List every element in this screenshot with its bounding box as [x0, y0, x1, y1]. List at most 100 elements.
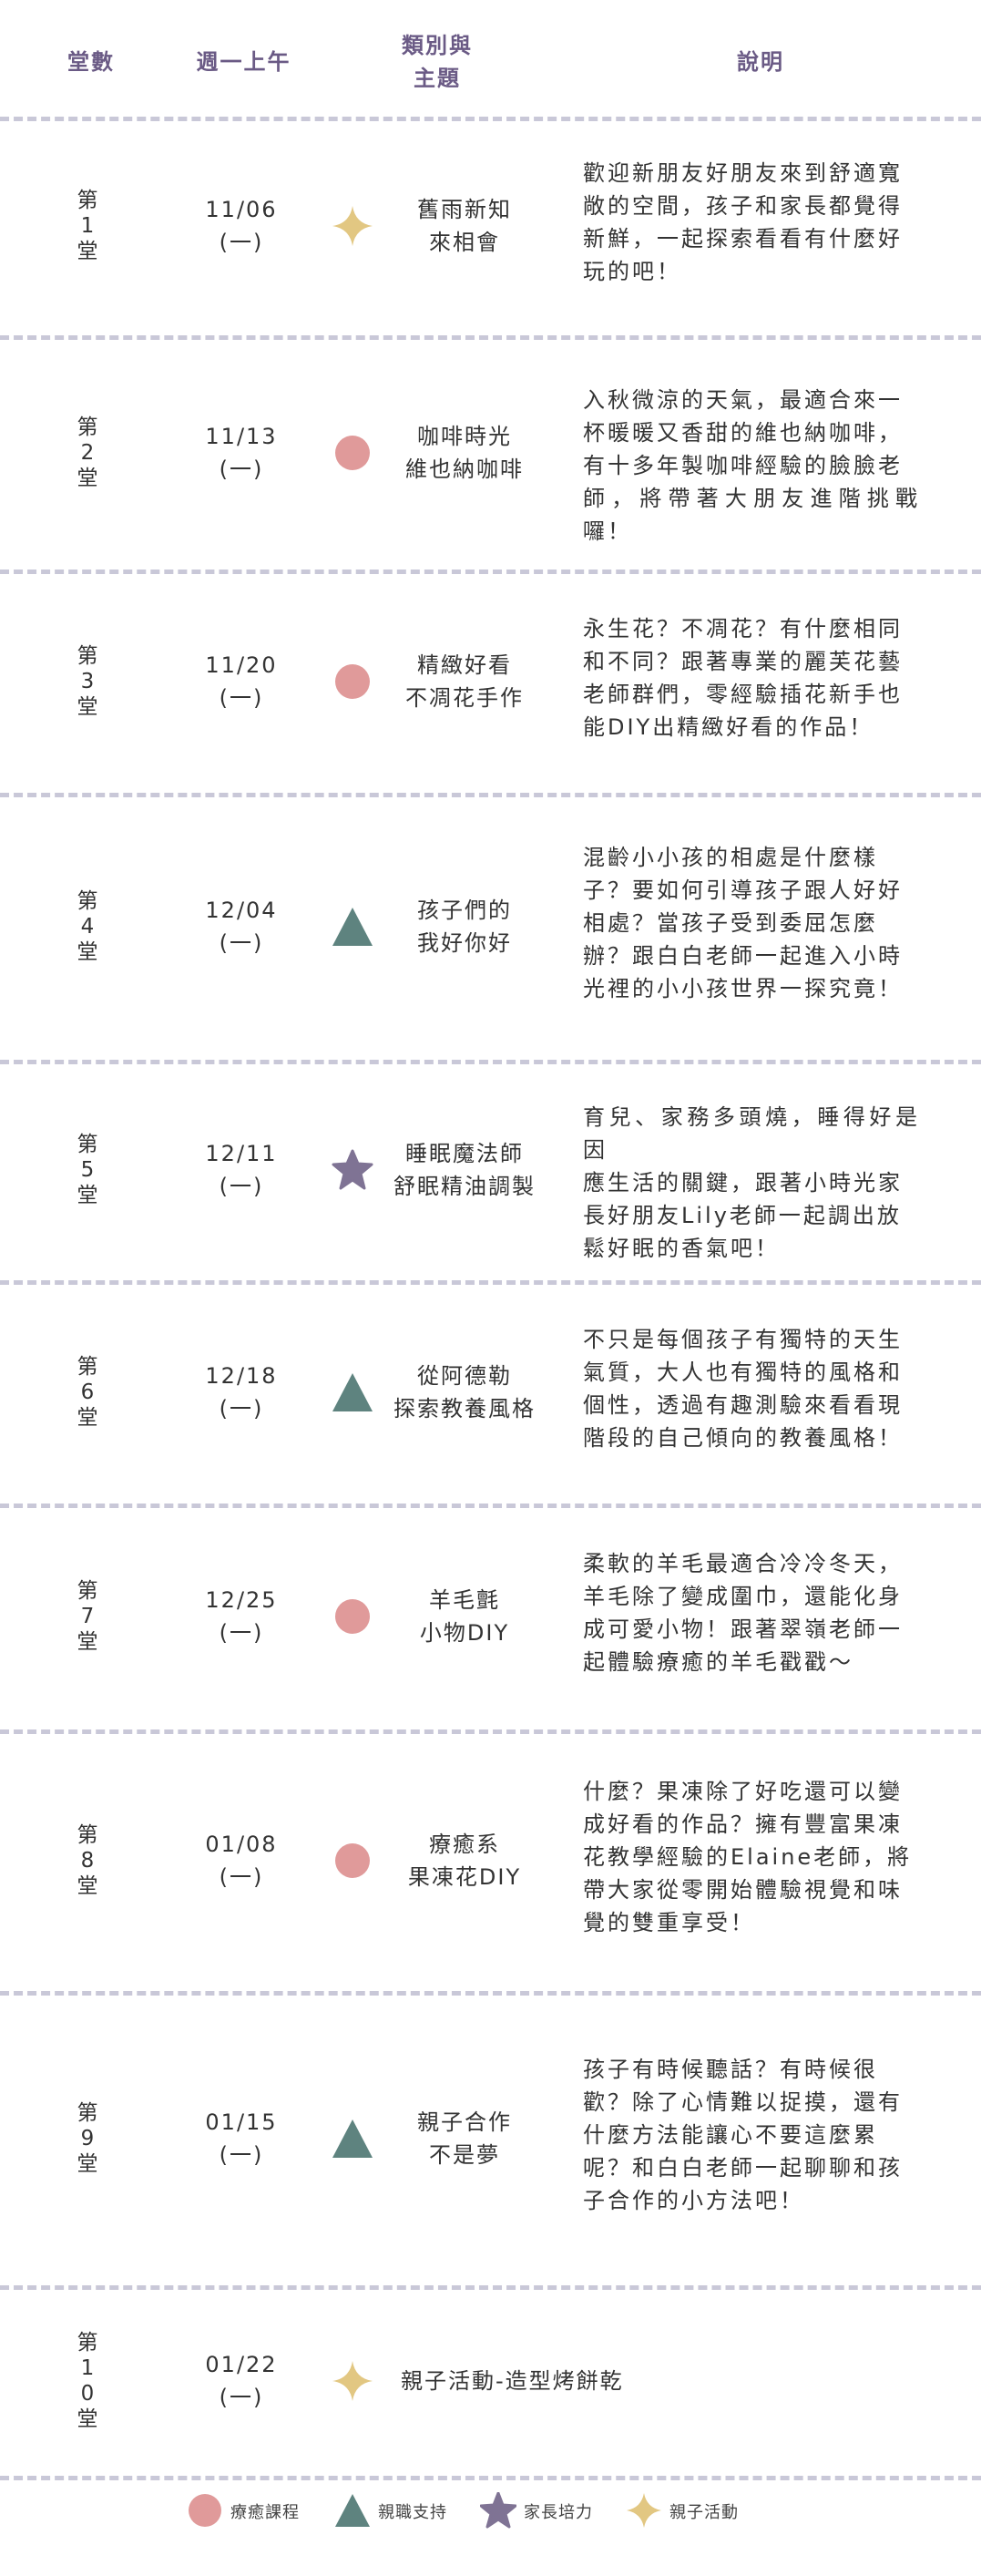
description-line: 永生花？不凋花？有什麼相同: [583, 615, 903, 641]
row-divider: [0, 335, 981, 340]
weekday-text: (一): [219, 1395, 264, 1421]
session-number-char: 7: [80, 1605, 95, 1628]
session-date: 12/25(一): [187, 1584, 296, 1649]
topic-line: 果凍花DIY: [407, 1863, 522, 1890]
weekday-text: (一): [219, 1174, 264, 1199]
date-text: 11/20: [205, 652, 278, 678]
header-topic-line2: 主題: [414, 66, 461, 91]
date-text: 12/11: [205, 1141, 278, 1166]
row-divider: [0, 2476, 981, 2480]
topic-line: 我好你好: [417, 929, 512, 956]
legend-item-activity: 親子活動: [626, 2483, 772, 2547]
triangle-career-icon: [335, 2494, 370, 2527]
legend-label: 家長培力: [524, 2503, 593, 2522]
description-line: 歡迎新朋友好朋友來到舒適寬: [583, 160, 903, 186]
legend-label: 親職支持: [378, 2503, 447, 2522]
circle-healing-icon: [330, 1594, 375, 1639]
session-number-char: 堂: [77, 1873, 98, 1898]
topic-line: 舊雨新知: [417, 197, 512, 222]
topic-line: 親子合作: [417, 2109, 512, 2135]
date-text: 12/04: [205, 897, 278, 923]
description-line: 子合作的小方法吧！: [583, 2187, 804, 2213]
session-date: 01/22(一): [187, 2348, 296, 2414]
session-topic: 咖啡時光維也納咖啡: [373, 420, 556, 486]
weekday-text: (一): [219, 1863, 264, 1890]
description-line: 能DIY出精緻好看的作品！: [583, 713, 874, 740]
description-line: 花教學經驗的Elaine老師，將: [583, 1843, 913, 1870]
date-text: 12/18: [205, 1362, 278, 1389]
session-description: 歡迎新朋友好朋友來到舒適寬敞的空間，孩子和家長都覺得新鮮，一起探索看看有什麼好玩…: [583, 157, 920, 288]
session-description: 不只是每個孩子有獨特的天生氣質，大人也有獨特的風格和個性，透過有趣測驗來看看現階…: [583, 1323, 920, 1454]
topic-line: 精緻好看: [417, 652, 512, 678]
row-divider: [0, 1729, 981, 1734]
triangle-career-icon: [330, 904, 375, 949]
star4-activity-icon: [627, 2493, 661, 2528]
description-line: 成可愛小物！跟著翠嶺老師一: [583, 1616, 903, 1642]
date-text: 01/08: [205, 1831, 278, 1857]
session-topic: 孩子們的我好你好: [373, 894, 556, 960]
description-line: 不只是每個孩子有獨特的天生: [583, 1326, 903, 1352]
header-topic-line1: 類別與: [402, 33, 473, 58]
session-number-char: 6: [80, 1380, 95, 1404]
circle-healing-icon: [330, 1838, 375, 1883]
session-number-char: 堂: [77, 240, 98, 263]
session-number-char: 第: [77, 1822, 98, 1847]
weekday-text: (一): [219, 1620, 264, 1646]
session-topic: 從阿德勒探索教養風格: [373, 1360, 556, 1425]
session-number-char: 3: [80, 669, 95, 693]
session-topic: 羊毛氈小物DIY: [373, 1584, 556, 1649]
date-text: 11/06: [205, 197, 278, 222]
description-line: 階段的自己傾向的教養風格！: [583, 1424, 903, 1451]
triangle-career-icon: [330, 2116, 375, 2161]
description-line: 歡？除了心情難以捉摸，還有: [583, 2089, 903, 2115]
topic-line: 睡眠魔法師: [405, 1141, 524, 1166]
session-number-char: 2: [80, 440, 95, 465]
topic-line: 維也納咖啡: [405, 456, 524, 482]
session-description: 什麼？果凍除了好吃還可以變成好看的作品？擁有豐富果凍花教學經驗的Elaine老師…: [583, 1775, 920, 1939]
session-topic: 睡眠魔法師舒眠精油調製: [373, 1137, 556, 1203]
session-number-char: 堂: [77, 1184, 98, 1207]
legend-item-career: 親職支持: [334, 2483, 480, 2547]
description-line: 師，將帶著大朋友進階挑戰囉！: [583, 485, 920, 544]
description-line: 應生活的關鍵，跟著小時光家: [583, 1170, 903, 1196]
description-line: 玩的吧！: [583, 259, 681, 284]
session-date: 01/08 (一): [187, 1828, 296, 1894]
session-date: 12/18 (一): [187, 1360, 296, 1425]
date-text: 01/15: [205, 2109, 278, 2135]
header-time: 週一上午: [196, 49, 291, 75]
description-line: 新鮮，一起探索看看有什麼好: [583, 226, 903, 251]
weekday-text: (一): [219, 929, 264, 956]
row-divider: [0, 117, 981, 121]
session-number-char: 第: [77, 1133, 98, 1156]
legend-item-healing: 療癒課程: [187, 2483, 332, 2547]
date-text: 01/22: [205, 2351, 278, 2377]
topic-line: 不是夢: [429, 2141, 500, 2168]
description-line: 混齡小小孩的相處是什麼樣: [583, 844, 878, 870]
session-number-char: 第: [77, 888, 98, 913]
topic-line: 不凋花手作: [405, 684, 524, 711]
session-number-char: 4: [80, 914, 95, 939]
session-description: 入秋微涼的天氣，最適合來一杯暖暖又香甜的維也納咖啡，有十多年製咖啡經驗的臉臉老師…: [583, 384, 920, 548]
session-date: 12/04 (一): [187, 894, 296, 960]
circle-healing-icon: [330, 659, 375, 704]
date-text: 11/13: [205, 423, 278, 449]
description-line: 氣質，大人也有獨特的風格和: [583, 1359, 903, 1385]
description-line: 羊毛除了變成圍巾，還能化身: [583, 1584, 903, 1609]
legend-label: 親子活動: [669, 2503, 739, 2522]
description-line: 個性，透過有趣測驗來看看現: [583, 1391, 903, 1418]
session-number-char: 第: [77, 2330, 98, 2355]
description-line: 什麼方法能讓心不要這麼累: [583, 2121, 878, 2148]
description-line: 長好朋友Lily老師一起調出放: [583, 1203, 902, 1228]
session-description: 混齡小小孩的相處是什麼樣子？要如何引導孩子跟人好好相處？當孩子受到委屈怎麼辦？跟…: [583, 841, 920, 1005]
topic-line: 探索教養風格: [393, 1395, 536, 1421]
topic-line: 親子活動-造型烤餅乾: [401, 2367, 624, 2394]
session-topic: 親子活動-造型烤餅乾: [401, 2365, 647, 2397]
triangle-career-icon: [330, 1370, 375, 1415]
